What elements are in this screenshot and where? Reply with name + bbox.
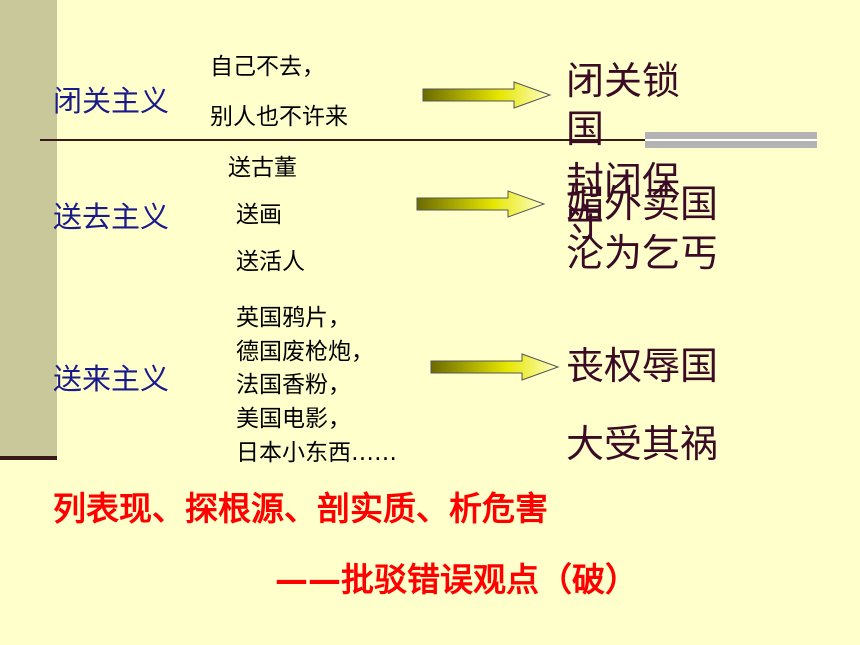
divider-line — [40, 139, 645, 141]
item-send-1: 送古董 — [228, 155, 297, 181]
item-bring-2: 德国废枪炮， — [236, 339, 374, 365]
result-bring-1: 丧权辱国 — [566, 344, 719, 388]
result-closed-3: 封闭保 — [566, 159, 681, 203]
result-send-2: 沦为乞丐 — [566, 231, 719, 275]
item-bring-1: 英国鸦片， — [236, 305, 351, 331]
summary-line-1: 列表现、探根源、剖实质、析危害 — [53, 489, 548, 528]
sidebar-decoration — [0, 0, 57, 460]
label-closed-door: 闭关主义 — [53, 84, 170, 118]
item-send-3: 送活人 — [236, 249, 305, 275]
result-bring-2: 大受其祸 — [566, 422, 719, 466]
result-closed-4: 守 — [566, 201, 605, 245]
arrow-right-icon — [430, 353, 560, 381]
result-send-1: 媚外卖国 — [566, 182, 719, 226]
result-closed-1: 闭关锁 — [566, 59, 681, 103]
arrow-right-icon — [416, 190, 546, 218]
item-send-2: 送画 — [236, 202, 282, 228]
item-closed-2: 别人也不许来 — [210, 104, 348, 130]
sidebar-underline — [0, 456, 57, 460]
result-closed-2: 国 — [566, 107, 605, 151]
arrow-right-icon — [422, 81, 552, 109]
item-bring-4: 美国电影， — [236, 406, 351, 432]
item-bring-3: 法国香粉， — [236, 372, 351, 398]
item-closed-1: 自己不去， — [210, 54, 325, 80]
label-bringing-in: 送来主义 — [53, 362, 170, 396]
item-bring-5: 日本小东西…… — [236, 440, 397, 466]
label-sending-away: 送去主义 — [53, 200, 170, 234]
divider-bar — [645, 132, 817, 148]
summary-line-2: ——批驳错误观点（破） — [275, 560, 638, 599]
